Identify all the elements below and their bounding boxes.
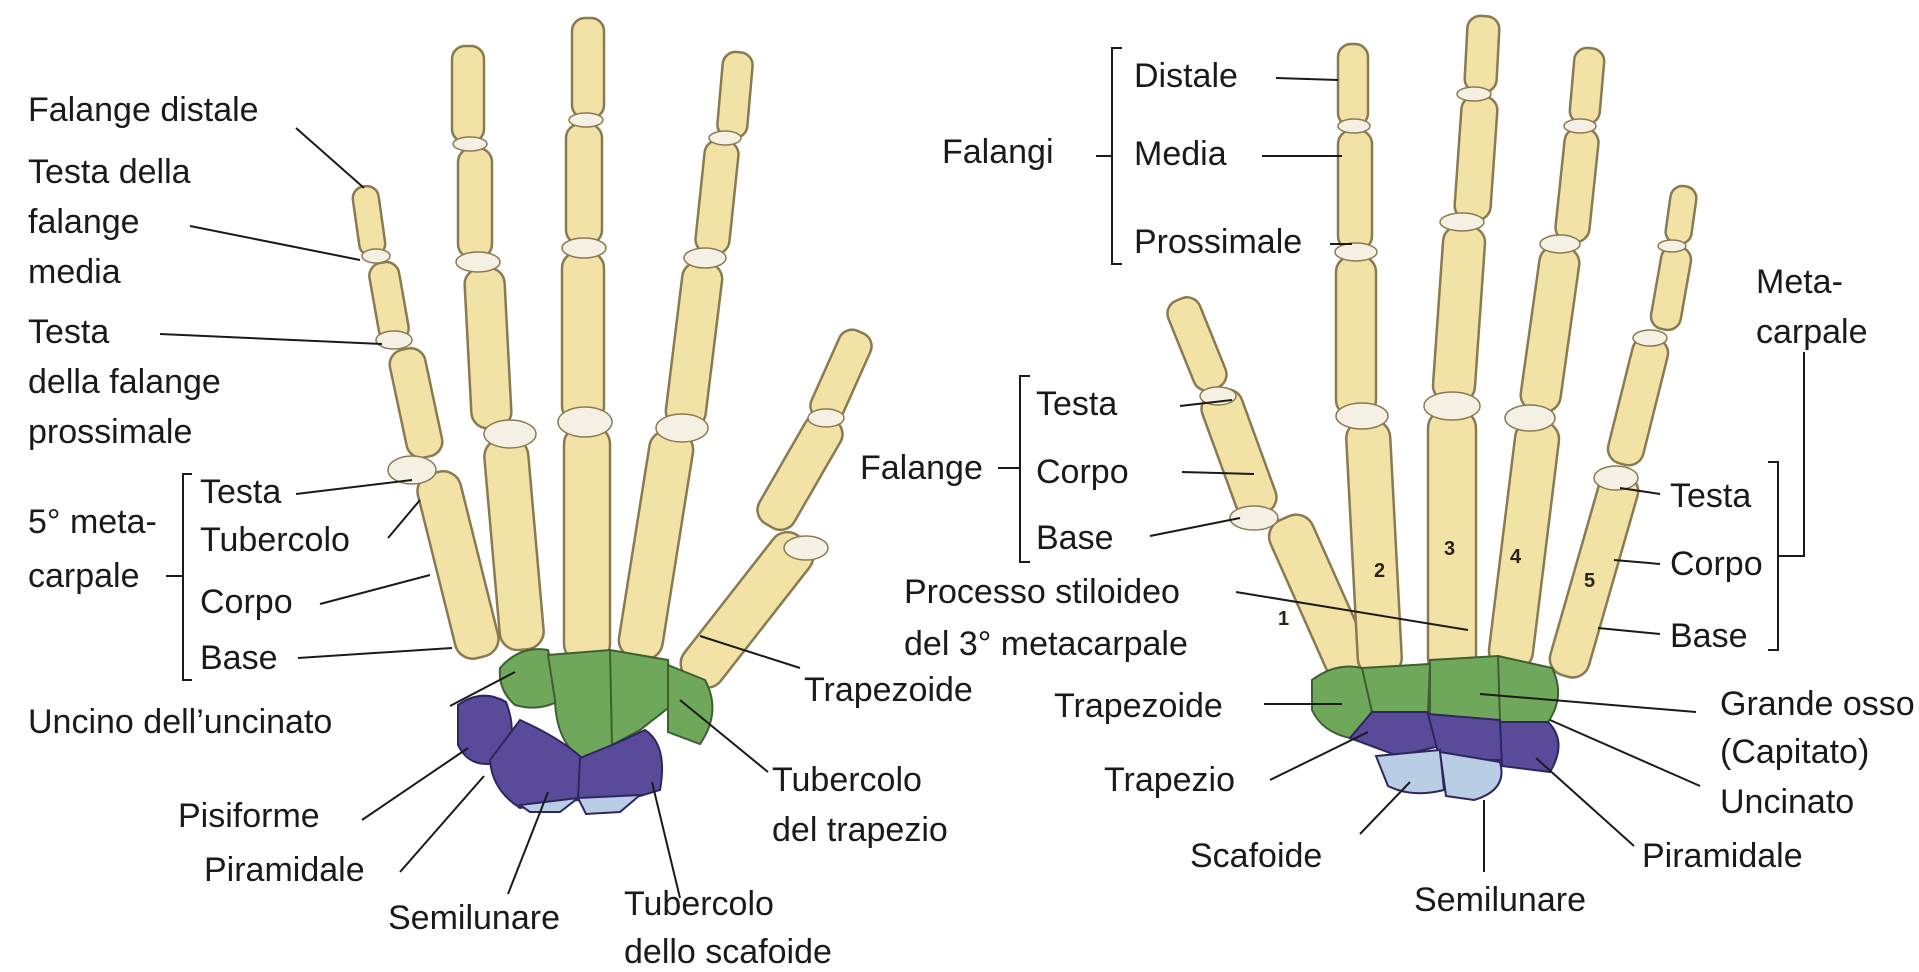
label-testa-thumb: Testa [1036, 384, 1117, 424]
label-testa-falange-media-line2: falange [28, 202, 140, 242]
right-middle-finger [1424, 15, 1500, 676]
label-tubercolo: Tubercolo [200, 520, 350, 560]
label-testa-falange-prossimale-line1: Testa [28, 312, 109, 352]
left-carpals [458, 649, 712, 814]
label-testa-falange-media-line3: media [28, 252, 121, 292]
label-uncinato: Uncinato [1720, 782, 1854, 822]
metacarpal-number-4: 4 [1510, 546, 1521, 569]
label-processo-stiloideo-line2: del 3° metacarpale [904, 624, 1188, 664]
label-5-metacarpale-line1: 5° meta- [28, 502, 157, 542]
label-trapezoide-right: Trapezoide [1054, 686, 1223, 726]
label-piramidale-right: Piramidale [1642, 836, 1803, 876]
right-carpals [1312, 656, 1559, 800]
left-middle-finger [558, 18, 612, 662]
label-meta-carpale-line1: Meta- [1756, 262, 1843, 302]
label-semilunare-right: Semilunare [1414, 880, 1586, 920]
label-distale: Distale [1134, 56, 1238, 96]
metacarpal-number-3: 3 [1444, 538, 1455, 561]
label-base-mc: Base [1670, 616, 1748, 656]
label-scafoide: Scafoide [1190, 836, 1322, 876]
label-tubercolo-scafoide-line2: dello scafoide [624, 932, 832, 972]
label-meta-carpale-line2: carpale [1756, 312, 1868, 352]
label-corpo: Corpo [200, 582, 293, 622]
label-trapezoide-left: Trapezoide [804, 670, 973, 710]
label-base: Base [200, 638, 278, 678]
label-falange: Falange [860, 448, 983, 488]
right-hand [998, 15, 1804, 872]
left-index-finger [616, 51, 753, 662]
label-grande-osso-line2: (Capitato) [1720, 732, 1869, 772]
label-testa: Testa [200, 472, 281, 512]
label-uncino-uncinato: Uncino dell’uncinato [28, 702, 332, 742]
label-testa-falange-prossimale-line2: della falange [28, 362, 221, 402]
label-processo-stiloideo-line1: Processo stiloideo [904, 572, 1180, 612]
label-falange-distale: Falange distale [28, 90, 259, 130]
right-index-finger [1335, 44, 1403, 677]
metacarpal-number-2: 2 [1374, 560, 1385, 583]
label-prossimale: Prossimale [1134, 222, 1302, 262]
label-5-metacarpale-line2: carpale [28, 556, 140, 596]
label-testa-falange-prossimale-line3: prossimale [28, 412, 192, 452]
label-tubercolo-trapezio-line2: del trapezio [772, 810, 948, 850]
metacarpal-number-1: 1 [1278, 608, 1289, 631]
metacarpal-number-5: 5 [1584, 570, 1595, 593]
label-media: Media [1134, 134, 1227, 174]
label-pisiforme: Pisiforme [178, 796, 320, 836]
label-testa-mc: Testa [1670, 476, 1751, 516]
label-tubercolo-trapezio-line1: Tubercolo [772, 760, 922, 800]
label-corpo-thumb: Corpo [1036, 452, 1129, 492]
label-piramidale: Piramidale [204, 850, 365, 890]
label-trapezio: Trapezio [1104, 760, 1235, 800]
left-hand [160, 18, 876, 898]
label-semilunare: Semilunare [388, 898, 560, 938]
label-testa-falange-media-line1: Testa della [28, 152, 191, 192]
label-base-thumb: Base [1036, 518, 1114, 558]
label-grande-osso-line1: Grande osso [1720, 684, 1915, 724]
label-tubercolo-scafoide-line1: Tubercolo [624, 884, 774, 924]
label-falangi: Falangi [942, 132, 1054, 172]
label-corpo-mc: Corpo [1670, 544, 1763, 584]
